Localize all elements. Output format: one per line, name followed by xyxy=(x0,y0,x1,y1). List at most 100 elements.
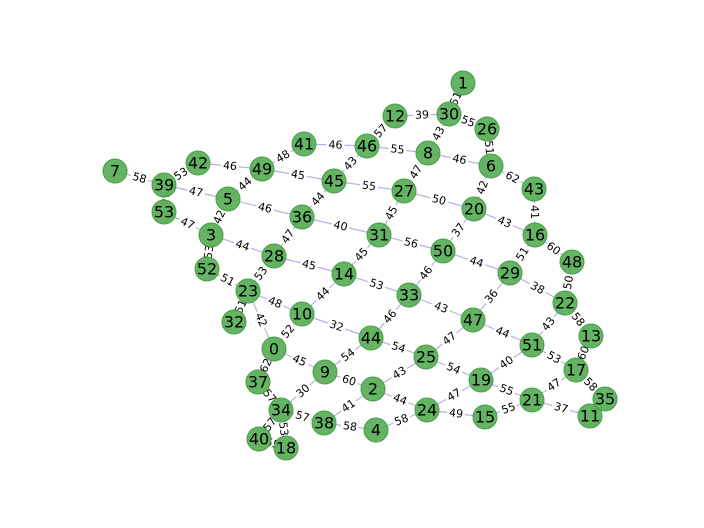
edge-weight-51-17: 53 xyxy=(542,346,566,369)
edge-weight-background xyxy=(428,190,450,210)
edge-weight-background xyxy=(231,236,254,255)
edge-weight-label: 55 xyxy=(390,142,405,157)
edge-weight-label: 42 xyxy=(252,311,270,329)
node-label: 48 xyxy=(562,253,582,272)
node-label: 2 xyxy=(368,380,378,399)
edge-weight-label: 47 xyxy=(407,163,425,182)
edge-weight-45-36: 44 xyxy=(306,187,330,211)
node-26: 26 xyxy=(474,116,500,142)
node-label: 11 xyxy=(580,407,600,426)
node-circle xyxy=(261,336,287,362)
node-circle xyxy=(366,222,392,248)
edge-weight-16-29: 51 xyxy=(511,242,534,266)
edge-weight-label: 43 xyxy=(496,213,514,230)
edge-weight-background xyxy=(495,380,518,400)
node-label: 36 xyxy=(292,208,312,227)
edge-weight-label: 60 xyxy=(575,344,593,362)
node-label: 46 xyxy=(357,137,377,156)
edge-weight-42-49: 46 xyxy=(220,158,240,174)
node-label: 32 xyxy=(224,313,244,332)
edge-weight-28-23: 53 xyxy=(250,262,272,285)
edge-weight-background xyxy=(330,217,351,235)
edge-weight-label: 47 xyxy=(279,227,298,246)
edge-weight-background xyxy=(306,187,330,211)
edge-weight-label: 56 xyxy=(403,235,420,251)
node-circle xyxy=(461,196,487,222)
node-circle xyxy=(468,367,494,393)
edge-weight-12-30: 39 xyxy=(412,107,432,123)
edge-weight-label: 45 xyxy=(290,167,306,182)
edge-weight-background xyxy=(220,158,240,174)
node-8: 8 xyxy=(415,140,441,166)
node-label: 0 xyxy=(269,340,279,359)
node-label: 51 xyxy=(522,336,542,355)
node-51: 51 xyxy=(519,332,545,358)
edge-weight-background xyxy=(446,405,466,422)
node-1: 1 xyxy=(450,70,476,96)
edge-weight-label: 44 xyxy=(494,324,512,341)
edge-weight-36-28: 47 xyxy=(277,225,299,248)
edge-weight-20-50: 37 xyxy=(447,218,470,242)
edge-weight-label: 49 xyxy=(448,406,463,421)
node-24: 24 xyxy=(414,397,440,423)
node-39: 39 xyxy=(151,172,177,198)
edge-weight-background xyxy=(380,201,403,225)
node-29: 29 xyxy=(497,260,523,286)
edge-weight-8-6: 46 xyxy=(449,150,470,169)
node-label: 17 xyxy=(566,361,586,380)
edge-weight-3-28: 44 xyxy=(231,236,254,255)
edge-weight-0-9: 45 xyxy=(288,350,311,371)
node-14: 14 xyxy=(331,261,357,287)
node-circle xyxy=(391,178,417,204)
node-label: 40 xyxy=(249,430,269,449)
node-47: 47 xyxy=(460,307,486,333)
edge-weight-label: 52 xyxy=(279,322,298,341)
node-circle xyxy=(312,359,338,385)
edge-weight-label: 44 xyxy=(468,254,485,271)
edge-weight-label: 53 xyxy=(202,244,217,259)
edge-weight-background xyxy=(250,308,272,332)
edge-weight-background xyxy=(566,308,590,331)
edge-weight-background xyxy=(493,212,516,232)
edge-weight-10-0: 52 xyxy=(276,320,300,343)
edge-weight-background xyxy=(430,297,452,318)
node-30: 30 xyxy=(436,101,462,127)
edge-weight-27-20: 50 xyxy=(428,190,450,210)
edge-weight-background xyxy=(390,410,413,430)
node-48: 48 xyxy=(559,249,585,275)
edge-weight-background xyxy=(378,305,402,328)
edge-weight-20-16: 43 xyxy=(493,212,516,232)
edge-weight-29-47: 36 xyxy=(480,285,503,308)
edge-weight-label: 42 xyxy=(474,179,491,197)
node-circle xyxy=(519,387,545,413)
edge-weight-33-44: 46 xyxy=(378,305,402,328)
node-circle xyxy=(559,249,585,275)
node-circle xyxy=(151,172,177,198)
edge-weight-label: 47 xyxy=(445,386,464,404)
node-label: 6 xyxy=(486,157,496,176)
edge-weight-background xyxy=(491,322,514,343)
edge-weight-31-14: 45 xyxy=(350,243,373,266)
edge-weight-33-47: 43 xyxy=(430,297,452,318)
node-circle xyxy=(151,199,177,225)
node-circle xyxy=(268,397,294,423)
node-27: 27 xyxy=(391,178,417,204)
node-53: 53 xyxy=(151,199,177,225)
edge-weight-background xyxy=(128,168,151,188)
node-label: 45 xyxy=(324,172,344,191)
edge-weight-background xyxy=(359,177,379,195)
edge-weight-label: 57 xyxy=(294,408,311,424)
edge-weight-42-39: 53 xyxy=(169,163,193,185)
edge-weight-label: 45 xyxy=(301,257,318,273)
node-circle xyxy=(273,435,299,461)
edge-weight-6-43: 62 xyxy=(501,167,524,188)
edge-weight-background xyxy=(414,261,438,285)
edge-weight-51-19: 40 xyxy=(495,351,518,374)
node-25: 25 xyxy=(413,344,439,370)
node-43: 43 xyxy=(521,176,547,202)
edge-weight-46-8: 55 xyxy=(387,141,408,158)
edge-weight-label: 43 xyxy=(390,364,409,382)
edge-weight-background xyxy=(275,419,292,439)
node-11: 11 xyxy=(577,403,603,429)
edge-weight-background xyxy=(579,373,602,396)
